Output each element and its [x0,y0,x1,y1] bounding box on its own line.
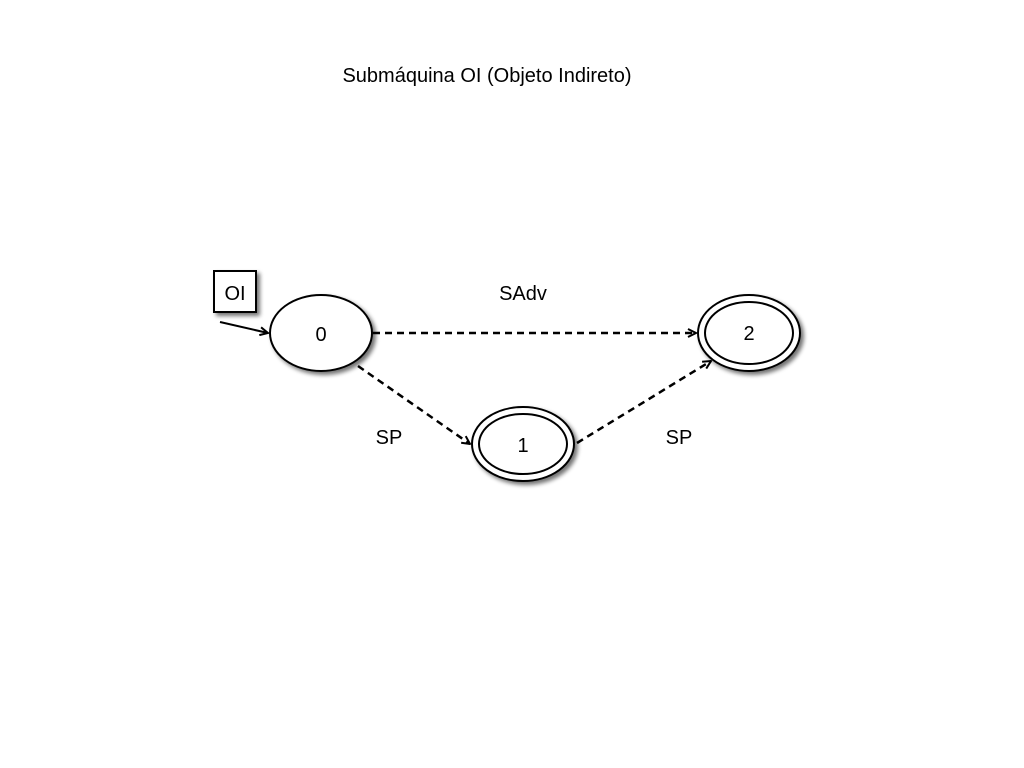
transition-1-to-2 [576,361,711,445]
start-box-label: OI [224,283,245,305]
state-0-label: 0 [315,324,326,346]
state-2-label: 2 [743,323,754,345]
start-arrow [219,321,268,333]
transition-label-sp-right: SP [666,427,693,449]
transition-0-to-1 [357,364,470,444]
transition-label-sadv: SAdv [499,283,547,305]
state-0: 0 [269,294,373,372]
transition-label-sp-left: SP [376,427,403,449]
state-2: 2 [697,294,801,372]
state-1: 1 [471,406,575,482]
start-box: OI [213,270,257,313]
state-1-label: 1 [517,435,528,457]
diagram-title: Submáquina OI (Objeto Indireto) [342,65,631,87]
